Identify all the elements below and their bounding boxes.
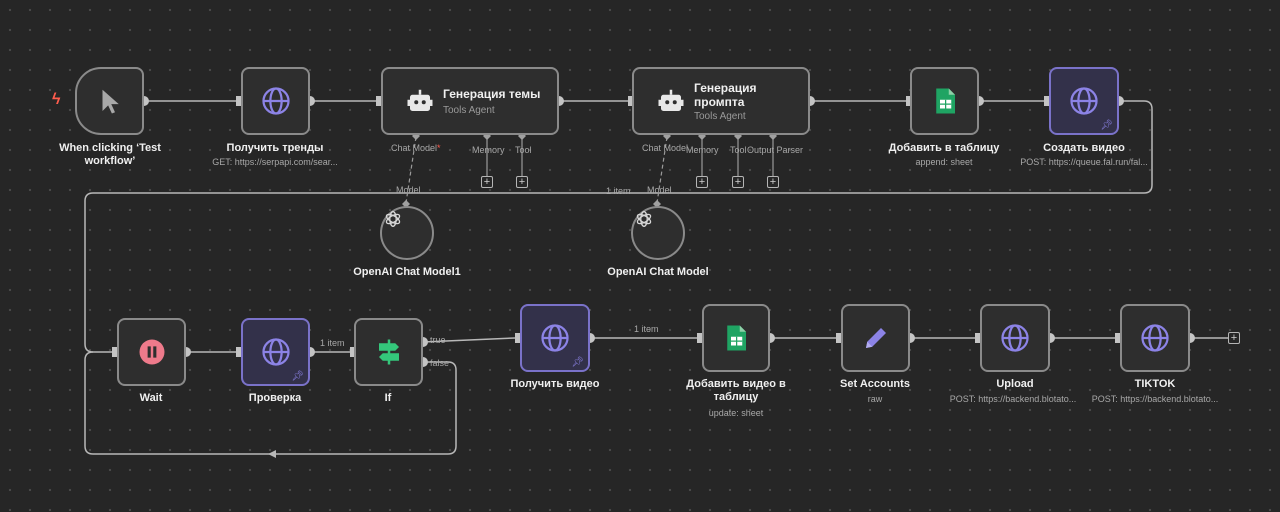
robot-icon xyxy=(658,89,684,111)
node-add-video-sheet[interactable] xyxy=(702,304,770,372)
node-label: Upload xyxy=(996,378,1034,390)
agent-title: Генерация темы xyxy=(443,87,541,101)
globe-icon xyxy=(541,324,569,352)
port-memory: Memory xyxy=(686,145,719,155)
globe-icon xyxy=(261,338,290,366)
node-agent-prompt[interactable]: Генерация промпта Tools Agent xyxy=(632,67,810,135)
add-node-button[interactable]: + xyxy=(1228,332,1240,344)
node-openai-chat-model-1[interactable] xyxy=(380,206,434,260)
agent-subtitle: Tools Agent xyxy=(694,111,746,122)
pin-icon: 📌︎ xyxy=(571,357,584,368)
globe-icon xyxy=(1070,87,1098,115)
trigger-bolt-icon: ϟ xyxy=(52,91,61,108)
node-label: Получить тренды xyxy=(226,142,324,154)
node-agent-topic[interactable]: Генерация темы Tools Agent xyxy=(381,67,559,135)
node-label: Wait xyxy=(139,392,163,404)
edge-item-count: 1 item xyxy=(320,338,345,348)
node-sublabel: raw xyxy=(867,394,883,404)
port-chat-model: Chat Model xyxy=(642,143,689,153)
globe-icon xyxy=(1141,324,1169,352)
pencil-icon xyxy=(865,328,886,348)
sheets-icon xyxy=(727,325,746,351)
node-manual-trigger[interactable] xyxy=(75,67,144,135)
node-sublabel: append: sheet xyxy=(915,157,973,167)
edge-item-count: 1 item xyxy=(634,324,659,334)
node-get-video[interactable]: 📌︎ xyxy=(520,304,590,372)
node-sublabel: POST: https://backend.blotato... xyxy=(1091,394,1219,404)
signpost-icon xyxy=(378,339,399,365)
node-wait[interactable] xyxy=(117,318,186,386)
node-create-video[interactable]: 📌︎ xyxy=(1049,67,1119,135)
edge-false-label: false xyxy=(430,358,450,368)
port-tool: Tool xyxy=(730,145,747,155)
node-openai-chat-model[interactable] xyxy=(631,206,685,260)
node-label: Set Accounts xyxy=(840,378,910,390)
agent-title: Генерация промпта xyxy=(694,81,757,109)
node-tiktok[interactable] xyxy=(1120,304,1190,372)
node-label: Проверка xyxy=(248,392,302,404)
add-output-parser-button[interactable]: + xyxy=(767,176,779,188)
node-label: Создать видео xyxy=(1043,142,1125,154)
edge-true-label: true xyxy=(430,335,446,345)
globe-icon xyxy=(261,87,290,115)
add-tool-button[interactable]: + xyxy=(732,176,744,188)
edge-item-count: 1 item xyxy=(606,186,631,196)
node-get-trends[interactable] xyxy=(241,67,310,135)
openai-icon xyxy=(385,211,401,227)
node-sublabel: POST: https://backend.blotato... xyxy=(949,394,1077,404)
sheets-icon xyxy=(935,88,955,114)
node-sublabel: POST: https://queue.fal.run/fal... xyxy=(1020,157,1148,167)
globe-icon xyxy=(1001,324,1029,352)
node-label: Получить видео xyxy=(510,378,600,390)
pause-icon xyxy=(139,339,164,365)
node-label: Добавить в таблицу xyxy=(888,142,1000,154)
node-label: TIKTOK xyxy=(1134,378,1176,390)
node-add-to-sheet[interactable] xyxy=(910,67,979,135)
node-upload[interactable] xyxy=(980,304,1050,372)
add-memory-button[interactable]: + xyxy=(481,176,493,188)
node-label: OpenAI Chat Model1 xyxy=(353,266,461,278)
port-output-parser: Output Parser xyxy=(747,145,804,155)
add-memory-button[interactable]: + xyxy=(696,176,708,188)
port-model-label: Model xyxy=(396,185,421,195)
node-if[interactable] xyxy=(354,318,423,386)
openai-icon xyxy=(636,211,652,227)
node-set-accounts[interactable] xyxy=(841,304,910,372)
node-label: When clicking ‘Test workflow’ xyxy=(59,142,161,167)
node-label: Добавить видео в таблицу xyxy=(686,378,786,403)
port-model-label: Model xyxy=(647,185,672,195)
port-tool: Tool xyxy=(515,145,532,155)
node-sublabel: GET: https://serpapi.com/sear... xyxy=(212,157,338,167)
agent-subtitle: Tools Agent xyxy=(443,105,495,116)
node-label: If xyxy=(384,392,392,404)
node-sublabel: update: sheet xyxy=(708,408,764,418)
cursor-icon xyxy=(102,89,119,114)
node-label: OpenAI Chat Model xyxy=(607,266,709,278)
pin-icon: 📌︎ xyxy=(1100,120,1113,131)
add-tool-button[interactable]: + xyxy=(516,176,528,188)
port-memory: Memory xyxy=(472,145,505,155)
pin-icon: 📌︎ xyxy=(291,371,304,382)
port-chat-model: Chat Model* xyxy=(391,143,441,153)
node-check[interactable]: 📌︎ xyxy=(241,318,310,386)
robot-icon xyxy=(407,89,433,111)
